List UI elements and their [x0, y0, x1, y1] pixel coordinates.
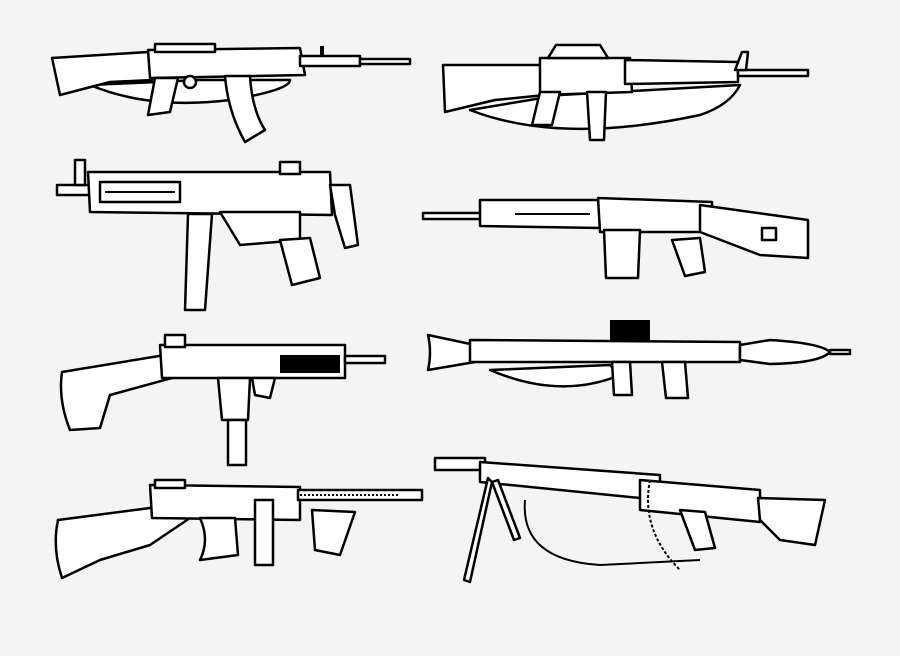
compact-submachine-gun-icon: [59, 333, 387, 467]
submachine-gun-retractable-stock-icon: [55, 158, 360, 312]
drum-style-submachine-gun-icon: [54, 478, 424, 580]
machine-gun-bipod-icon: [433, 456, 827, 584]
assault-rifle-curved-magazine-icon: [50, 42, 412, 144]
battle-rifle-icon: [421, 196, 810, 280]
rifle-carry-handle-icon: [441, 43, 810, 142]
rocket-launcher-icon: [426, 320, 852, 400]
